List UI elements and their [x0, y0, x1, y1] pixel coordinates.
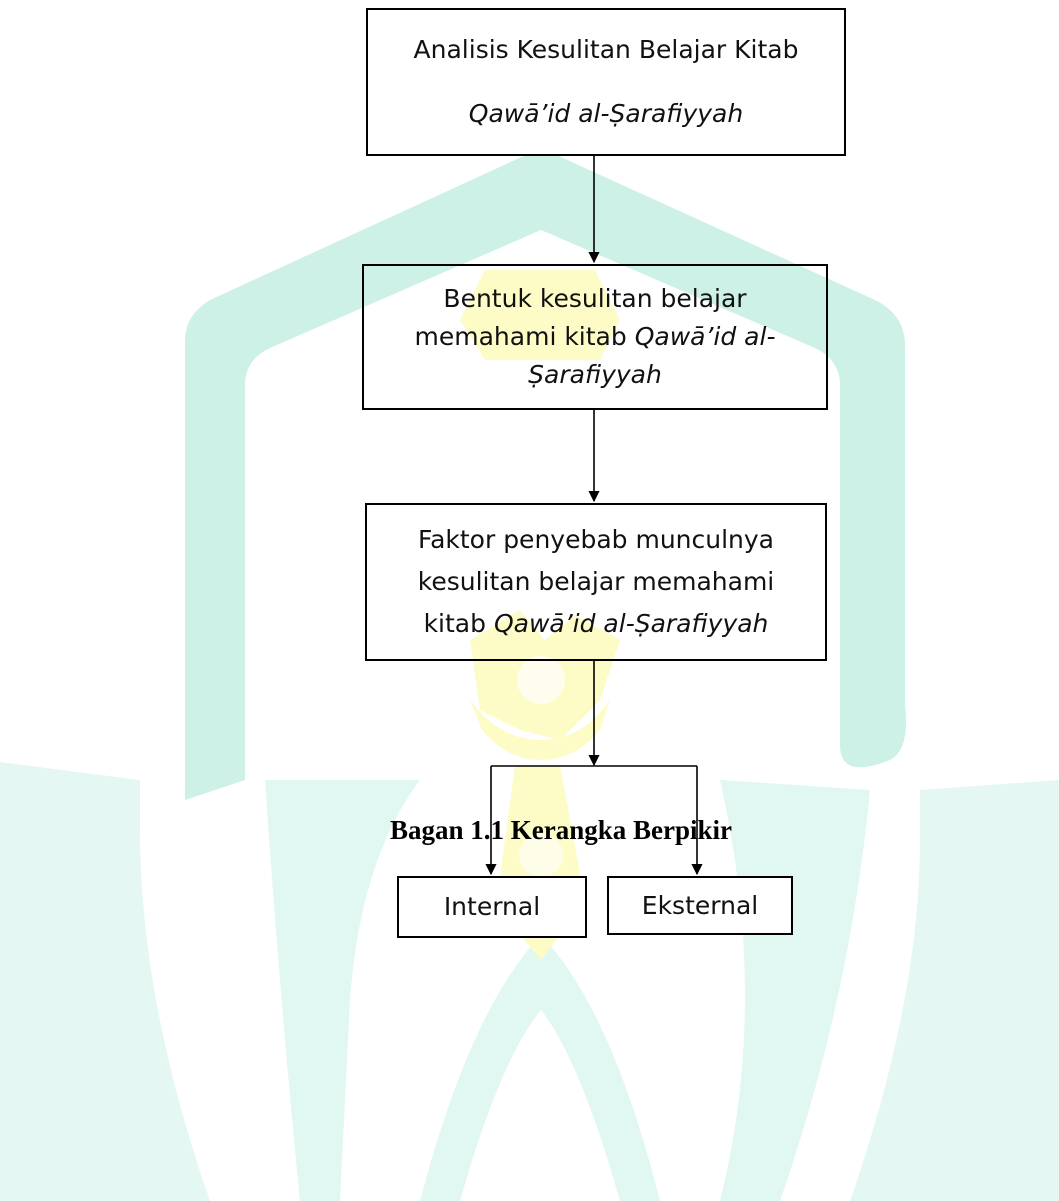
box-analisis-line1: Analisis Kesulitan Belajar Kitab: [413, 35, 799, 64]
box-faktor-line3-plain: kitab: [423, 609, 494, 638]
box-analisis-line2: Qawā’id al-Ṣarafiyyah: [468, 99, 744, 128]
box-internal: Internal: [397, 876, 587, 938]
box-faktor-line2: kesulitan belajar memahami: [417, 567, 775, 596]
box-eksternal: Eksternal: [607, 876, 793, 935]
box-bentuk-line2-italic: Qawā’id al-: [634, 322, 776, 351]
box-faktor-line1: Faktor penyebab munculnya: [417, 525, 775, 554]
box-faktor-line3-italic: Qawā’id al-Ṣarafiyyah: [493, 609, 769, 638]
box-bentuk-line1: Bentuk kesulitan belajar: [443, 284, 747, 313]
box-bentuk-line2-plain: memahami kitab: [414, 322, 635, 351]
diagram-caption: Bagan 1.1 Kerangka Berpikir: [390, 815, 733, 845]
box-faktor: Faktor penyebab munculnya kesulitan bela…: [365, 503, 827, 661]
box-internal-label: Internal: [443, 892, 541, 921]
box-eksternal-label: Eksternal: [641, 890, 759, 920]
box-analisis: Analisis Kesulitan Belajar Kitab Qawā’id…: [366, 8, 846, 156]
box-bentuk-line3: Ṣarafiyyah: [528, 360, 662, 389]
box-bentuk: Bentuk kesulitan belajar memahami kitab …: [362, 264, 828, 410]
